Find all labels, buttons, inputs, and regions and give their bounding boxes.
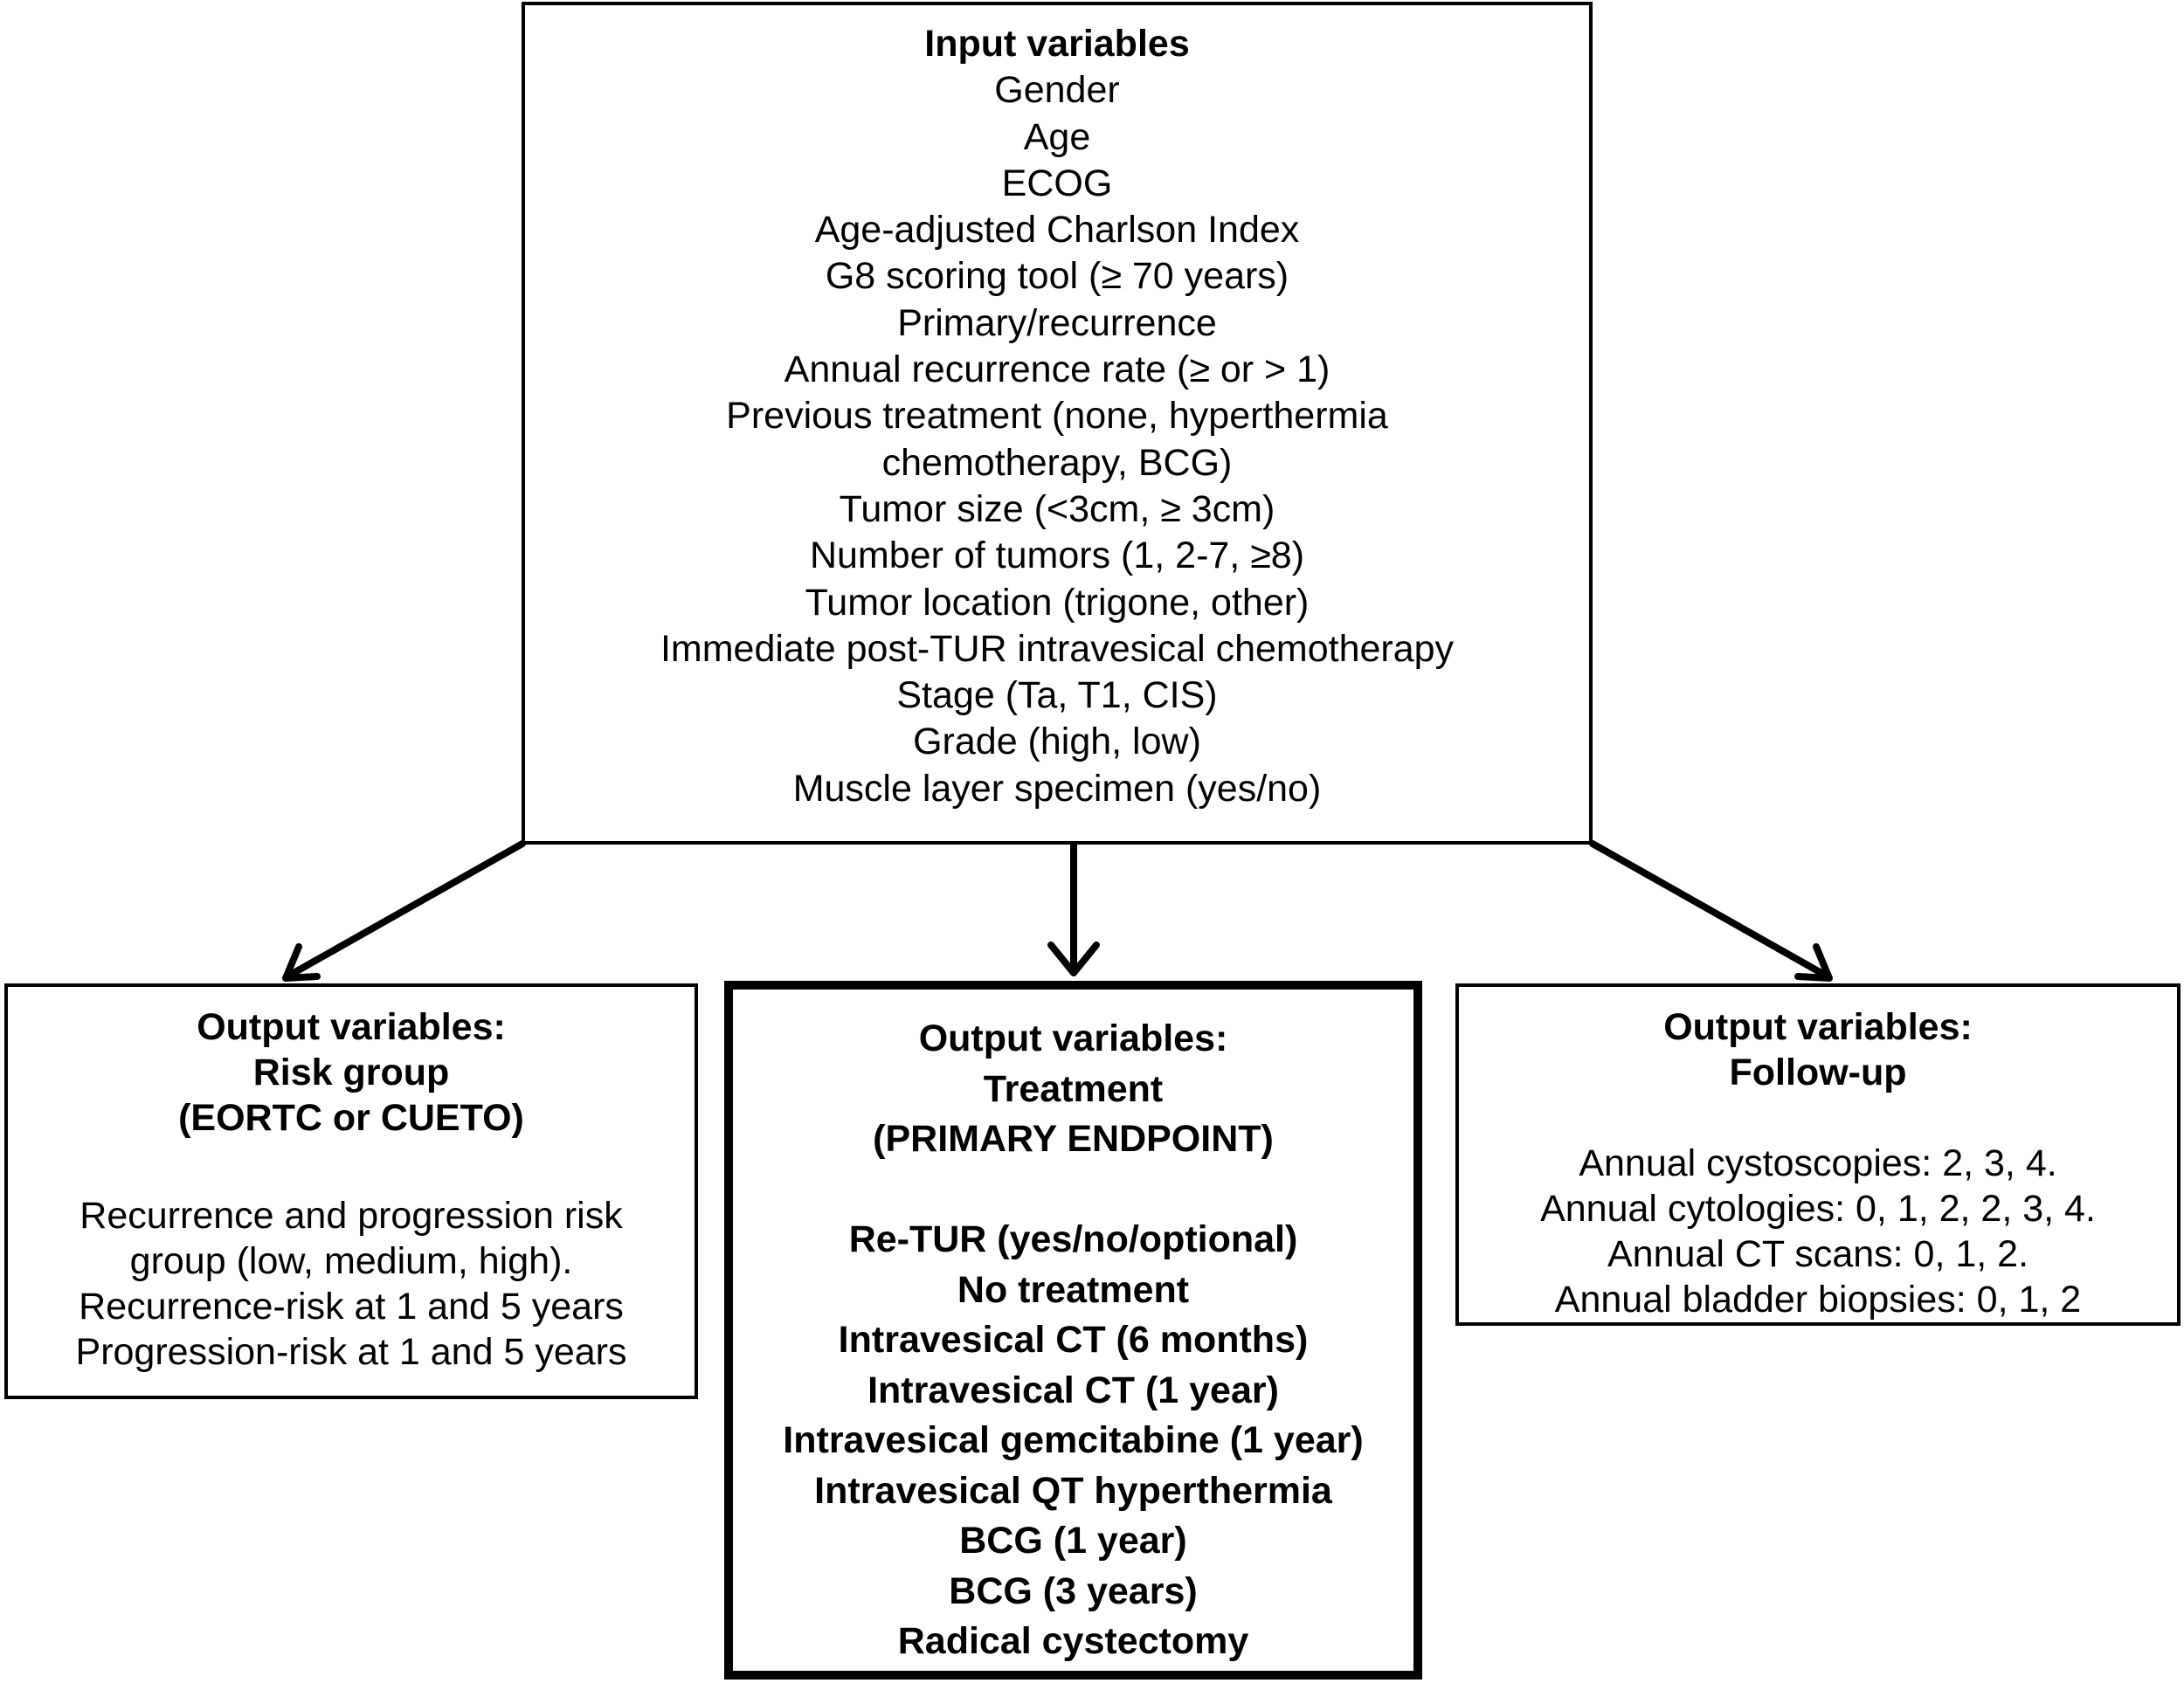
input-variable: Gender	[994, 69, 1120, 112]
arrowhead-treatment	[1047, 942, 1100, 976]
treatment-output-box: Output variables: Treatment (PRIMARY END…	[724, 981, 1422, 1680]
follow-up-heading: Output variables:	[1663, 1006, 1973, 1048]
input-variable: ECOG	[1001, 162, 1113, 204]
input-variable: Number of tumors (1, 2-7, ≥8)	[809, 535, 1305, 577]
treatment-item: Intravesical gemcitabine (1 year)	[783, 1419, 1364, 1461]
arrow-to-follow-up	[1589, 840, 1831, 980]
treatment-item: Re-TUR (yes/no/optional)	[848, 1218, 1298, 1260]
treatment-heading: (PRIMARY ENDPOINT)	[873, 1118, 1274, 1160]
input-variable: Primary/recurrence	[897, 301, 1217, 344]
spacer	[1459, 1095, 2177, 1141]
input-variable: Tumor location (trigone, other)	[805, 581, 1310, 624]
arrow-to-risk-group	[284, 840, 526, 980]
risk-group-item: Progression-risk at 1 and 5 years	[75, 1331, 627, 1373]
risk-group-output-box: Output variables: Risk group (EORTC or C…	[4, 983, 698, 1399]
input-variable: Previous treatment (none, hyperthermia	[726, 395, 1388, 438]
treatment-item: Intravesical CT (6 months)	[838, 1319, 1309, 1361]
spacer	[733, 1165, 1413, 1216]
follow-up-item: Annual cystoscopies: 2, 3, 4.	[1579, 1142, 2057, 1184]
input-variable: Annual recurrence rate (≥ or > 1)	[784, 348, 1330, 391]
treatment-item: Radical cystectomy	[897, 1620, 1249, 1662]
risk-group-item: group (low, medium, high).	[129, 1240, 573, 1282]
input-variable: Grade (high, low)	[913, 721, 1201, 763]
risk-group-heading: Risk group	[252, 1052, 450, 1093]
input-variable: G8 scoring tool (≥ 70 years)	[825, 255, 1289, 298]
treatment-item: Intravesical CT (1 year)	[867, 1369, 1279, 1411]
risk-group-item: Recurrence and progression risk	[79, 1195, 623, 1237]
treatment-item: BCG (3 years)	[949, 1569, 1198, 1612]
arrowhead-follow-up	[1794, 943, 1833, 982]
treatment-item: BCG (1 year)	[959, 1520, 1187, 1562]
input-variable: Immediate post-TUR intravesical chemothe…	[660, 627, 1455, 670]
spacer	[8, 1141, 695, 1193]
input-variable: Age	[1023, 115, 1091, 158]
follow-up-output-box: Output variables: Follow-up Annual cysto…	[1455, 983, 2181, 1326]
input-variable: Stage (Ta, T1, CIS)	[896, 674, 1218, 717]
risk-group-item: Recurrence-risk at 1 and 5 years	[79, 1286, 624, 1328]
treatment-item: No treatment	[957, 1268, 1190, 1311]
follow-up-item: Annual cytologies: 0, 1, 2, 2, 3, 4.	[1540, 1188, 2096, 1230]
follow-up-item: Annual bladder biopsies: 0, 1, 2	[1554, 1279, 2082, 1321]
risk-group-heading: (EORTC or CUETO)	[178, 1097, 524, 1139]
input-variables-title: Input variables	[924, 23, 1190, 65]
risk-group-heading: Output variables:	[197, 1006, 506, 1048]
input-variable: chemotherapy, BCG)	[881, 441, 1233, 484]
input-variable: Muscle layer specimen (yes/no)	[792, 767, 1322, 810]
input-variables-box: Input variables Gender Age ECOG Age-adju…	[522, 2, 1593, 845]
treatment-heading: Treatment	[983, 1067, 1164, 1110]
treatment-heading: Output variables:	[918, 1017, 1228, 1059]
follow-up-item: Annual CT scans: 0, 1, 2.	[1607, 1233, 2029, 1275]
input-variable: Age-adjusted Charlson Index	[814, 209, 1300, 252]
treatment-item: Intravesical QT hyperthermia	[814, 1469, 1332, 1512]
follow-up-heading: Follow-up	[1729, 1052, 1907, 1093]
input-variable: Tumor size (<3cm, ≥ 3cm)	[839, 487, 1275, 530]
arrowhead-risk-group	[282, 943, 321, 982]
